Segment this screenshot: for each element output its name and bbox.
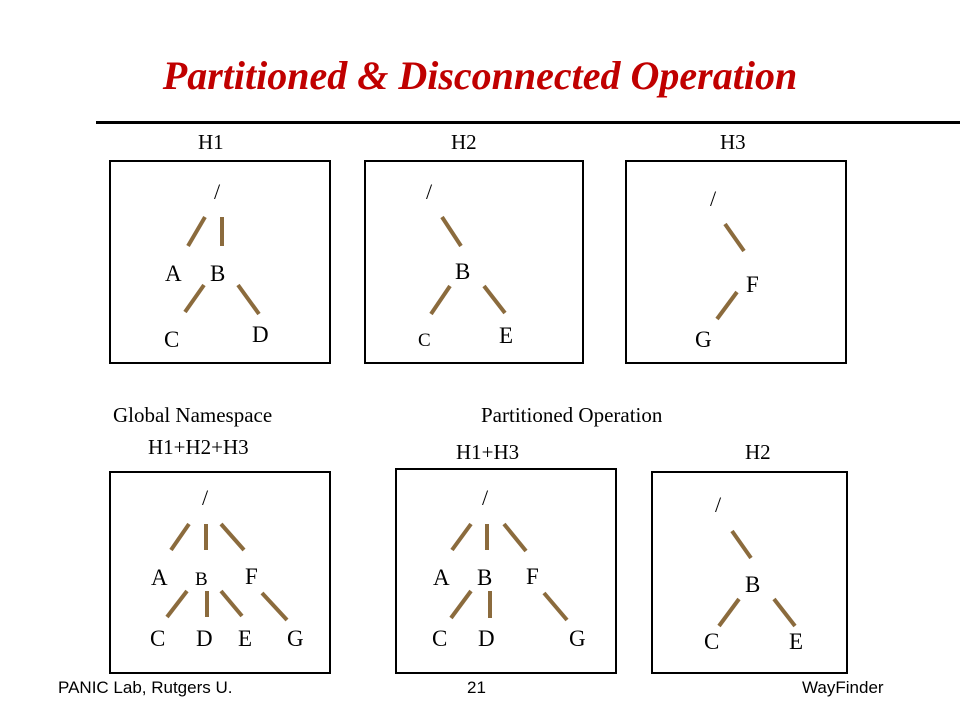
label-partitioned-operation: Partitioned Operation	[481, 403, 663, 427]
tree-h1h3-edge-f-g	[542, 591, 569, 622]
tree-global-edge-root-a	[169, 522, 191, 552]
label-global-namespace: Global Namespace	[113, 403, 273, 427]
tree-h2-node-b: B	[455, 259, 470, 284]
tree-h2-partition: / B C E	[704, 492, 803, 654]
tree-h1-root: /	[214, 179, 221, 204]
tree-h1-edge-b-c	[183, 283, 206, 314]
tree-h2b-node-b: B	[745, 572, 760, 597]
tree-h1h3: / A B F C D G	[432, 485, 586, 651]
tree-h1h3-node-a: A	[433, 565, 450, 590]
tree-h1h3-root: /	[482, 485, 489, 510]
tree-h2b-node-c: C	[704, 629, 719, 654]
tree-box-h1h3: / A B F C D G	[395, 468, 617, 674]
footer-project: WayFinder	[802, 678, 884, 697]
label-global-members: H1+H2+H3	[148, 435, 249, 459]
tree-h1h3-node-d: D	[478, 626, 495, 651]
label-h2: H2	[451, 130, 477, 154]
tree-global-node-g: G	[287, 626, 304, 651]
tree-h2-node-c: C	[418, 330, 431, 351]
tree-h1h3-edge-root-f	[502, 522, 528, 553]
tree-box-global: / A B F C D E G	[109, 471, 331, 674]
tree-box-h1: / A B C D	[109, 160, 331, 364]
tree-h2-edge-b-e	[482, 284, 507, 315]
tree-h3-node-g: G	[695, 327, 712, 352]
label-h1h3: H1+H3	[456, 440, 520, 464]
tree-h3: / F G	[695, 186, 759, 352]
tree-h2b-edge-root-b	[730, 529, 753, 560]
tree-h3-node-f: F	[746, 272, 759, 297]
tree-global-node-f: F	[245, 564, 258, 589]
tree-h1h3-node-c: C	[432, 626, 447, 651]
tree-h2-edge-b-c	[429, 284, 452, 316]
tree-global-node-a: A	[151, 565, 168, 590]
tree-global-edge-root-f	[219, 522, 246, 552]
tree-h1-edge-b-d	[236, 283, 261, 316]
tree-h1h3-node-g: G	[569, 626, 586, 651]
footer-lab: PANIC Lab, Rutgers U.	[58, 678, 233, 697]
tree-h1: / A B C D	[164, 179, 269, 352]
tree-h1h3-node-f: F	[526, 564, 539, 589]
tree-global-node-c: C	[150, 626, 165, 651]
tree-h1h3-edge-b-c	[449, 589, 473, 620]
tree-box-h3: / F G	[625, 160, 847, 364]
tree-h2b-node-e: E	[789, 629, 803, 654]
tree-h2-root: /	[426, 179, 433, 204]
tree-global: / A B F C D E G	[150, 485, 304, 651]
tree-global-edge-f-g	[260, 591, 289, 622]
label-h2-partition: H2	[745, 440, 771, 464]
title-underline	[96, 121, 960, 124]
tree-global-edge-b-c	[165, 589, 189, 619]
tree-h1-node-c: C	[164, 327, 179, 352]
tree-h3-root: /	[710, 186, 717, 211]
tree-global-node-d: D	[196, 626, 213, 651]
tree-h1-node-b: B	[210, 261, 225, 286]
footer-page-number: 21	[467, 678, 486, 697]
tree-h2-edge-root-b	[440, 215, 463, 248]
tree-global-root: /	[202, 485, 209, 510]
tree-box-h2-partition: / B C E	[651, 471, 848, 674]
tree-h1-edge-root-a	[186, 215, 207, 248]
tree-h3-edge-f-g	[715, 290, 739, 321]
tree-global-node-e: E	[238, 626, 252, 651]
tree-global-node-b: B	[195, 569, 208, 590]
tree-h2b-edge-b-c	[717, 597, 741, 628]
tree-h1-node-a: A	[165, 261, 182, 286]
tree-h2-node-e: E	[499, 323, 513, 348]
tree-h2b-edge-b-e	[772, 597, 797, 628]
label-h1: H1	[198, 130, 224, 154]
tree-h1h3-edge-root-a	[450, 522, 473, 552]
tree-h3-edge-root-f	[723, 222, 746, 253]
tree-h2: / B C E	[418, 179, 513, 351]
tree-h1-node-d: D	[252, 322, 269, 347]
tree-box-h2: / B C E	[364, 160, 584, 364]
tree-global-edge-b-e	[219, 589, 244, 618]
label-h3: H3	[720, 130, 746, 154]
tree-h2b-root: /	[715, 492, 722, 517]
slide-title: Partitioned & Disconnected Operation	[162, 53, 798, 98]
tree-h1h3-node-b: B	[477, 565, 492, 590]
